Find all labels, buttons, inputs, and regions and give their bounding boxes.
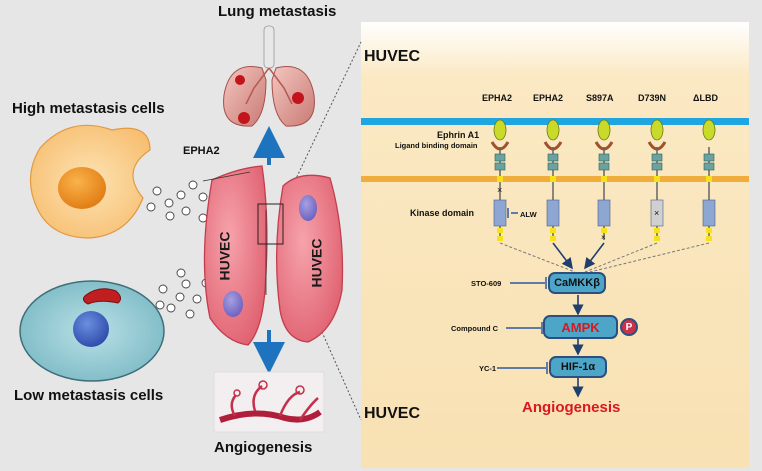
fn-domain-d739n	[651, 153, 663, 162]
huvec-cell-left	[203, 165, 268, 346]
angiogenesis-illustration	[213, 371, 325, 433]
receptor-label-s897a: S897A	[586, 93, 614, 103]
huvec-left-label: HUVEC	[216, 231, 233, 281]
epha2-receptors-on-huvec	[202, 171, 267, 295]
camkkb-node: CaMKKβ	[548, 272, 606, 294]
kinase-domain-label: Kinase domain	[410, 208, 475, 218]
lung-illustration	[223, 25, 315, 127]
hif1a-node: HIF-1α	[549, 356, 607, 378]
ephrin-a1-epha2	[546, 119, 560, 141]
ligand-binding-domain-label: Ligand binding domain	[395, 141, 478, 150]
sto-609-label: STO-609	[471, 279, 502, 288]
kinase-domain-d739n	[650, 199, 664, 227]
ephrin-a1-epha2-wt	[493, 119, 507, 141]
alw-cross: ×	[497, 185, 502, 195]
ampk-node: AMPK	[543, 315, 618, 339]
huvec-cell-right	[275, 174, 344, 343]
kinase-domain-s897a	[597, 199, 611, 227]
ephrin-a1-s897a	[597, 119, 611, 141]
receptor-label-epha2-wt: EPHA2	[482, 93, 513, 103]
mitochondrion	[82, 288, 122, 305]
inhibitor-lines	[497, 277, 548, 374]
epha2-label: EPHA2	[183, 145, 220, 157]
receptor-label-delta-lbd: ΔLBD	[693, 93, 718, 103]
ephrin-a1-label: Ephrin A1	[437, 130, 480, 140]
alw-label: ALW	[520, 210, 537, 219]
ephrin-a1-d739n	[650, 119, 664, 141]
phospho-badge: P	[620, 318, 638, 336]
lung-metastasis-label: Lung metastasis	[218, 3, 337, 20]
receptor-group: × × ×	[490, 119, 716, 242]
angiogenesis-left-label: Angiogenesis	[214, 439, 313, 456]
angiogenesis-pathway-label: Angiogenesis	[522, 399, 621, 416]
huvec-bottom-label: HUVEC	[364, 405, 421, 422]
svg-text:×: ×	[601, 233, 606, 242]
receptor-label-d739n: D739N	[638, 93, 667, 103]
huvec-right-nucleus	[299, 195, 317, 221]
high-metastasis-nucleus	[58, 167, 106, 209]
exosomes	[146, 180, 211, 319]
yc-1-label: YC-1	[479, 364, 497, 373]
fn-domain-epha2	[547, 153, 559, 162]
huvec-left-nucleus	[223, 291, 243, 317]
compound-c-label: Compound C	[451, 324, 499, 333]
receptor-label-epha2: EPHA2	[533, 93, 564, 103]
kinase-domain-delta-lbd	[702, 199, 716, 227]
fn-domain-s897a	[598, 153, 610, 162]
receptor-arrows	[552, 242, 605, 270]
huvec-top-label: HUVEC	[364, 48, 421, 65]
zoom-box	[257, 203, 284, 245]
low-metastasis-nucleus	[73, 311, 109, 347]
huvec-right-label: HUVEC	[308, 238, 325, 288]
fn-domain-delta-lbd	[703, 153, 715, 162]
ephrin-a1-delta-lbd	[702, 119, 716, 141]
kinase-domain-epha2	[546, 199, 560, 227]
low-metastasis-label: Low metastasis cells	[14, 387, 164, 404]
high-metastasis-label: High metastasis cells	[12, 100, 165, 117]
svg-text:×: ×	[654, 208, 659, 218]
fn-domain-epha2-wt	[494, 153, 506, 162]
kinase-domain-epha2-wt	[493, 199, 507, 227]
